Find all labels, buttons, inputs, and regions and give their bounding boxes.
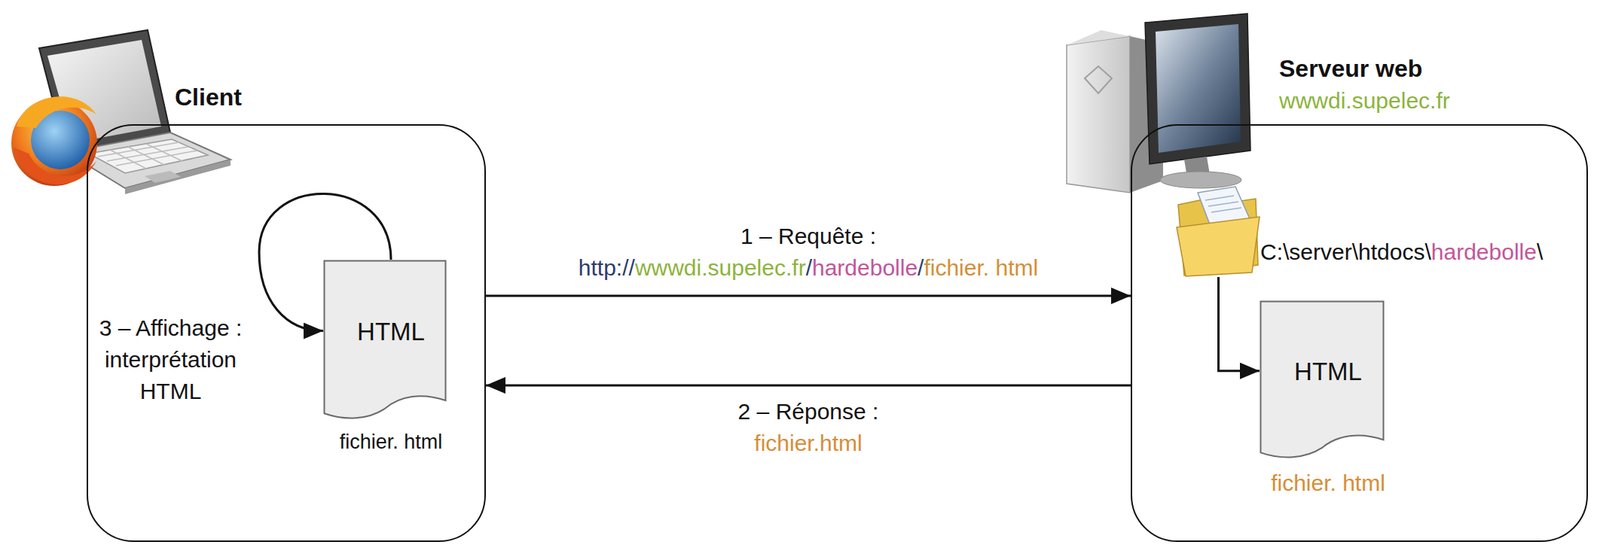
document-label: HTML bbox=[1259, 356, 1397, 388]
folder-front bbox=[1176, 216, 1260, 277]
folder-icon: C:\server\htdocs\hardebolle\ bbox=[1175, 185, 1262, 278]
monitor-foot bbox=[1160, 171, 1242, 189]
box-heading: Client bbox=[174, 82, 242, 113]
folder-path: C:\server\htdocs\hardebolle\ bbox=[1260, 238, 1543, 267]
firefox-logo bbox=[11, 96, 98, 187]
url-path: hardebolle bbox=[812, 255, 918, 281]
folder-name: hardebolle bbox=[1431, 239, 1537, 265]
html-document: HTMLfichier. html bbox=[1259, 300, 1397, 462]
request-arrow bbox=[485, 295, 1131, 298]
region-box: Serveur webwwwdi.supelec.frC:\server\htd… bbox=[1130, 124, 1588, 543]
label-line: http://wwwdi.supelec.fr/hardebolle/fichi… bbox=[493, 252, 1124, 284]
firefox-tail bbox=[16, 96, 97, 129]
path-separator: \ bbox=[1424, 239, 1431, 265]
monitor-screen bbox=[1155, 24, 1241, 153]
edge-label: 3 – Affichage : interprétation HTML bbox=[89, 312, 252, 408]
monitor-frame bbox=[1145, 13, 1251, 165]
label-line: fichier.html bbox=[493, 427, 1124, 460]
laptop-touchpad bbox=[144, 170, 181, 184]
path-part: C: bbox=[1260, 239, 1283, 265]
url-path: fichier. html bbox=[923, 255, 1039, 281]
url-host: wwwdi.supelec.fr bbox=[635, 255, 807, 281]
firefox-swoosh bbox=[13, 147, 97, 185]
folder-paper-lines bbox=[1205, 195, 1242, 213]
document-label: HTML bbox=[323, 316, 459, 348]
label-line: 1 – Requête : bbox=[493, 220, 1124, 253]
server-icon bbox=[1066, 13, 1251, 193]
url-separator: / bbox=[806, 255, 813, 281]
label-line: 2 – Réponse : bbox=[493, 396, 1124, 428]
file-name: fichier. html bbox=[1191, 469, 1465, 498]
server-emblem bbox=[1084, 66, 1112, 94]
html-document: HTMLfichier. html bbox=[323, 259, 459, 422]
host-name: wwwdi.supelec.fr bbox=[1279, 86, 1451, 116]
laptop-keyboard bbox=[88, 139, 208, 174]
laptop-keys bbox=[97, 142, 198, 169]
url-scheme: http:// bbox=[578, 255, 636, 281]
path-part: htdocs bbox=[1358, 239, 1425, 265]
folder-shape bbox=[1175, 185, 1262, 278]
edge-label: 2 – Réponse : fichier.html bbox=[493, 396, 1124, 460]
folder-link-arrow bbox=[1218, 277, 1261, 372]
box-heading: Serveur web bbox=[1279, 53, 1423, 84]
response-arrow bbox=[485, 384, 1131, 387]
path-part: server bbox=[1288, 239, 1352, 265]
server-tower-front bbox=[1066, 36, 1130, 193]
file-name: fichier. html bbox=[255, 430, 527, 456]
url-separator: / bbox=[917, 255, 924, 281]
path-separator: \ bbox=[1352, 239, 1359, 265]
edge-label: 1 – Requête : http://wwwdi.supelec.fr/ha… bbox=[493, 220, 1124, 284]
path-separator: \ bbox=[1282, 239, 1289, 265]
path-separator: \ bbox=[1536, 239, 1543, 265]
